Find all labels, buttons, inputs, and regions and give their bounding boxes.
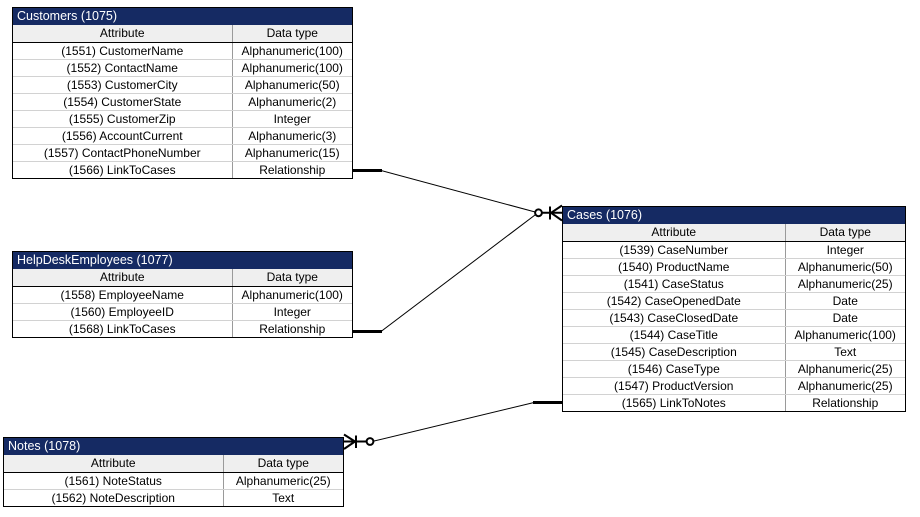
column-header-attribute: Attribute — [4, 455, 224, 473]
attribute-datatype: Alphanumeric(100) — [232, 59, 352, 77]
attribute-name: (1544) CaseTitle — [563, 326, 786, 344]
attribute-name: (1545) CaseDescription — [563, 343, 786, 361]
attribute-datatype: Alphanumeric(25) — [785, 377, 905, 395]
attribute-name: (1542) CaseOpenedDate — [563, 292, 786, 310]
entity-title-cases: Cases (1076) — [563, 207, 905, 224]
attribute-name: (1546) CaseType — [563, 360, 786, 378]
crowsfoot-marker-cases — [534, 204, 563, 222]
attribute-name: (1554) CustomerState — [13, 93, 233, 111]
attribute-name: (1552) ContactName — [13, 59, 233, 77]
column-header-datatype: Data type — [232, 269, 352, 287]
attribute-name: (1547) ProductVersion — [563, 377, 786, 395]
attribute-name: (1555) CustomerZip — [13, 110, 233, 128]
column-header-attribute: Attribute — [563, 224, 786, 242]
attribute-name: (1551) CustomerName — [13, 42, 233, 60]
attribute-datatype: Relationship — [785, 394, 905, 411]
attribute-datatype: Date — [785, 309, 905, 327]
attribute-datatype: Relationship — [232, 161, 352, 178]
attribute-datatype: Alphanumeric(25) — [785, 360, 905, 378]
connector-customers-to-cases[interactable] — [353, 169, 538, 213]
attribute-datatype: Alphanumeric(100) — [232, 286, 352, 304]
attribute-datatype: Text — [785, 343, 905, 361]
attribute-datatype: Integer — [785, 241, 905, 259]
connector-helpdeskemployees-to-cases[interactable] — [353, 213, 538, 333]
attribute-name: (1558) EmployeeName — [13, 286, 233, 304]
attribute-name: (1561) NoteStatus — [4, 472, 224, 490]
attribute-datatype: Alphanumeric(25) — [223, 472, 343, 490]
entity-title-notes: Notes (1078) — [4, 438, 343, 455]
attribute-datatype: Alphanumeric(100) — [785, 326, 905, 344]
attribute-name: (1562) NoteDescription — [4, 489, 224, 506]
attribute-datatype: Alphanumeric(2) — [232, 93, 352, 111]
attribute-datatype: Integer — [232, 303, 352, 321]
attribute-datatype: Alphanumeric(50) — [232, 76, 352, 94]
attribute-datatype: Alphanumeric(15) — [232, 144, 352, 162]
attribute-name: (1543) CaseClosedDate — [563, 309, 786, 327]
attribute-datatype: Date — [785, 292, 905, 310]
column-header-attribute: Attribute — [13, 25, 233, 43]
column-header-datatype: Data type — [785, 224, 905, 242]
attribute-datatype: Alphanumeric(25) — [785, 275, 905, 293]
crowsfoot-marker-notes — [343, 433, 375, 450]
attribute-datatype: Alphanumeric(50) — [785, 258, 905, 276]
attribute-name: (1541) CaseStatus — [563, 275, 786, 293]
attribute-name: (1568) LinkToCases — [13, 320, 233, 337]
attribute-name: (1566) LinkToCases — [13, 161, 233, 178]
attribute-name: (1565) LinkToNotes — [563, 394, 786, 411]
column-header-attribute: Attribute — [13, 269, 233, 287]
attribute-datatype: Integer — [232, 110, 352, 128]
entity-title-customers: Customers (1075) — [13, 8, 352, 25]
attribute-datatype: Alphanumeric(100) — [232, 42, 352, 60]
attribute-name: (1557) ContactPhoneNumber — [13, 144, 233, 162]
attribute-datatype: Alphanumeric(3) — [232, 127, 352, 145]
attribute-name: (1556) AccountCurrent — [13, 127, 233, 145]
attribute-datatype: Relationship — [232, 320, 352, 337]
connector-cases-to-notes[interactable] — [371, 401, 562, 442]
attribute-datatype: Text — [223, 489, 343, 506]
attribute-name: (1553) CustomerCity — [13, 76, 233, 94]
column-header-datatype: Data type — [232, 25, 352, 43]
attribute-name: (1560) EmployeeID — [13, 303, 233, 321]
attribute-name: (1540) ProductName — [563, 258, 786, 276]
entity-title-helpdeskemployees: HelpDeskEmployees (1077) — [13, 252, 352, 269]
attribute-name: (1539) CaseNumber — [563, 241, 786, 259]
column-header-datatype: Data type — [223, 455, 343, 473]
